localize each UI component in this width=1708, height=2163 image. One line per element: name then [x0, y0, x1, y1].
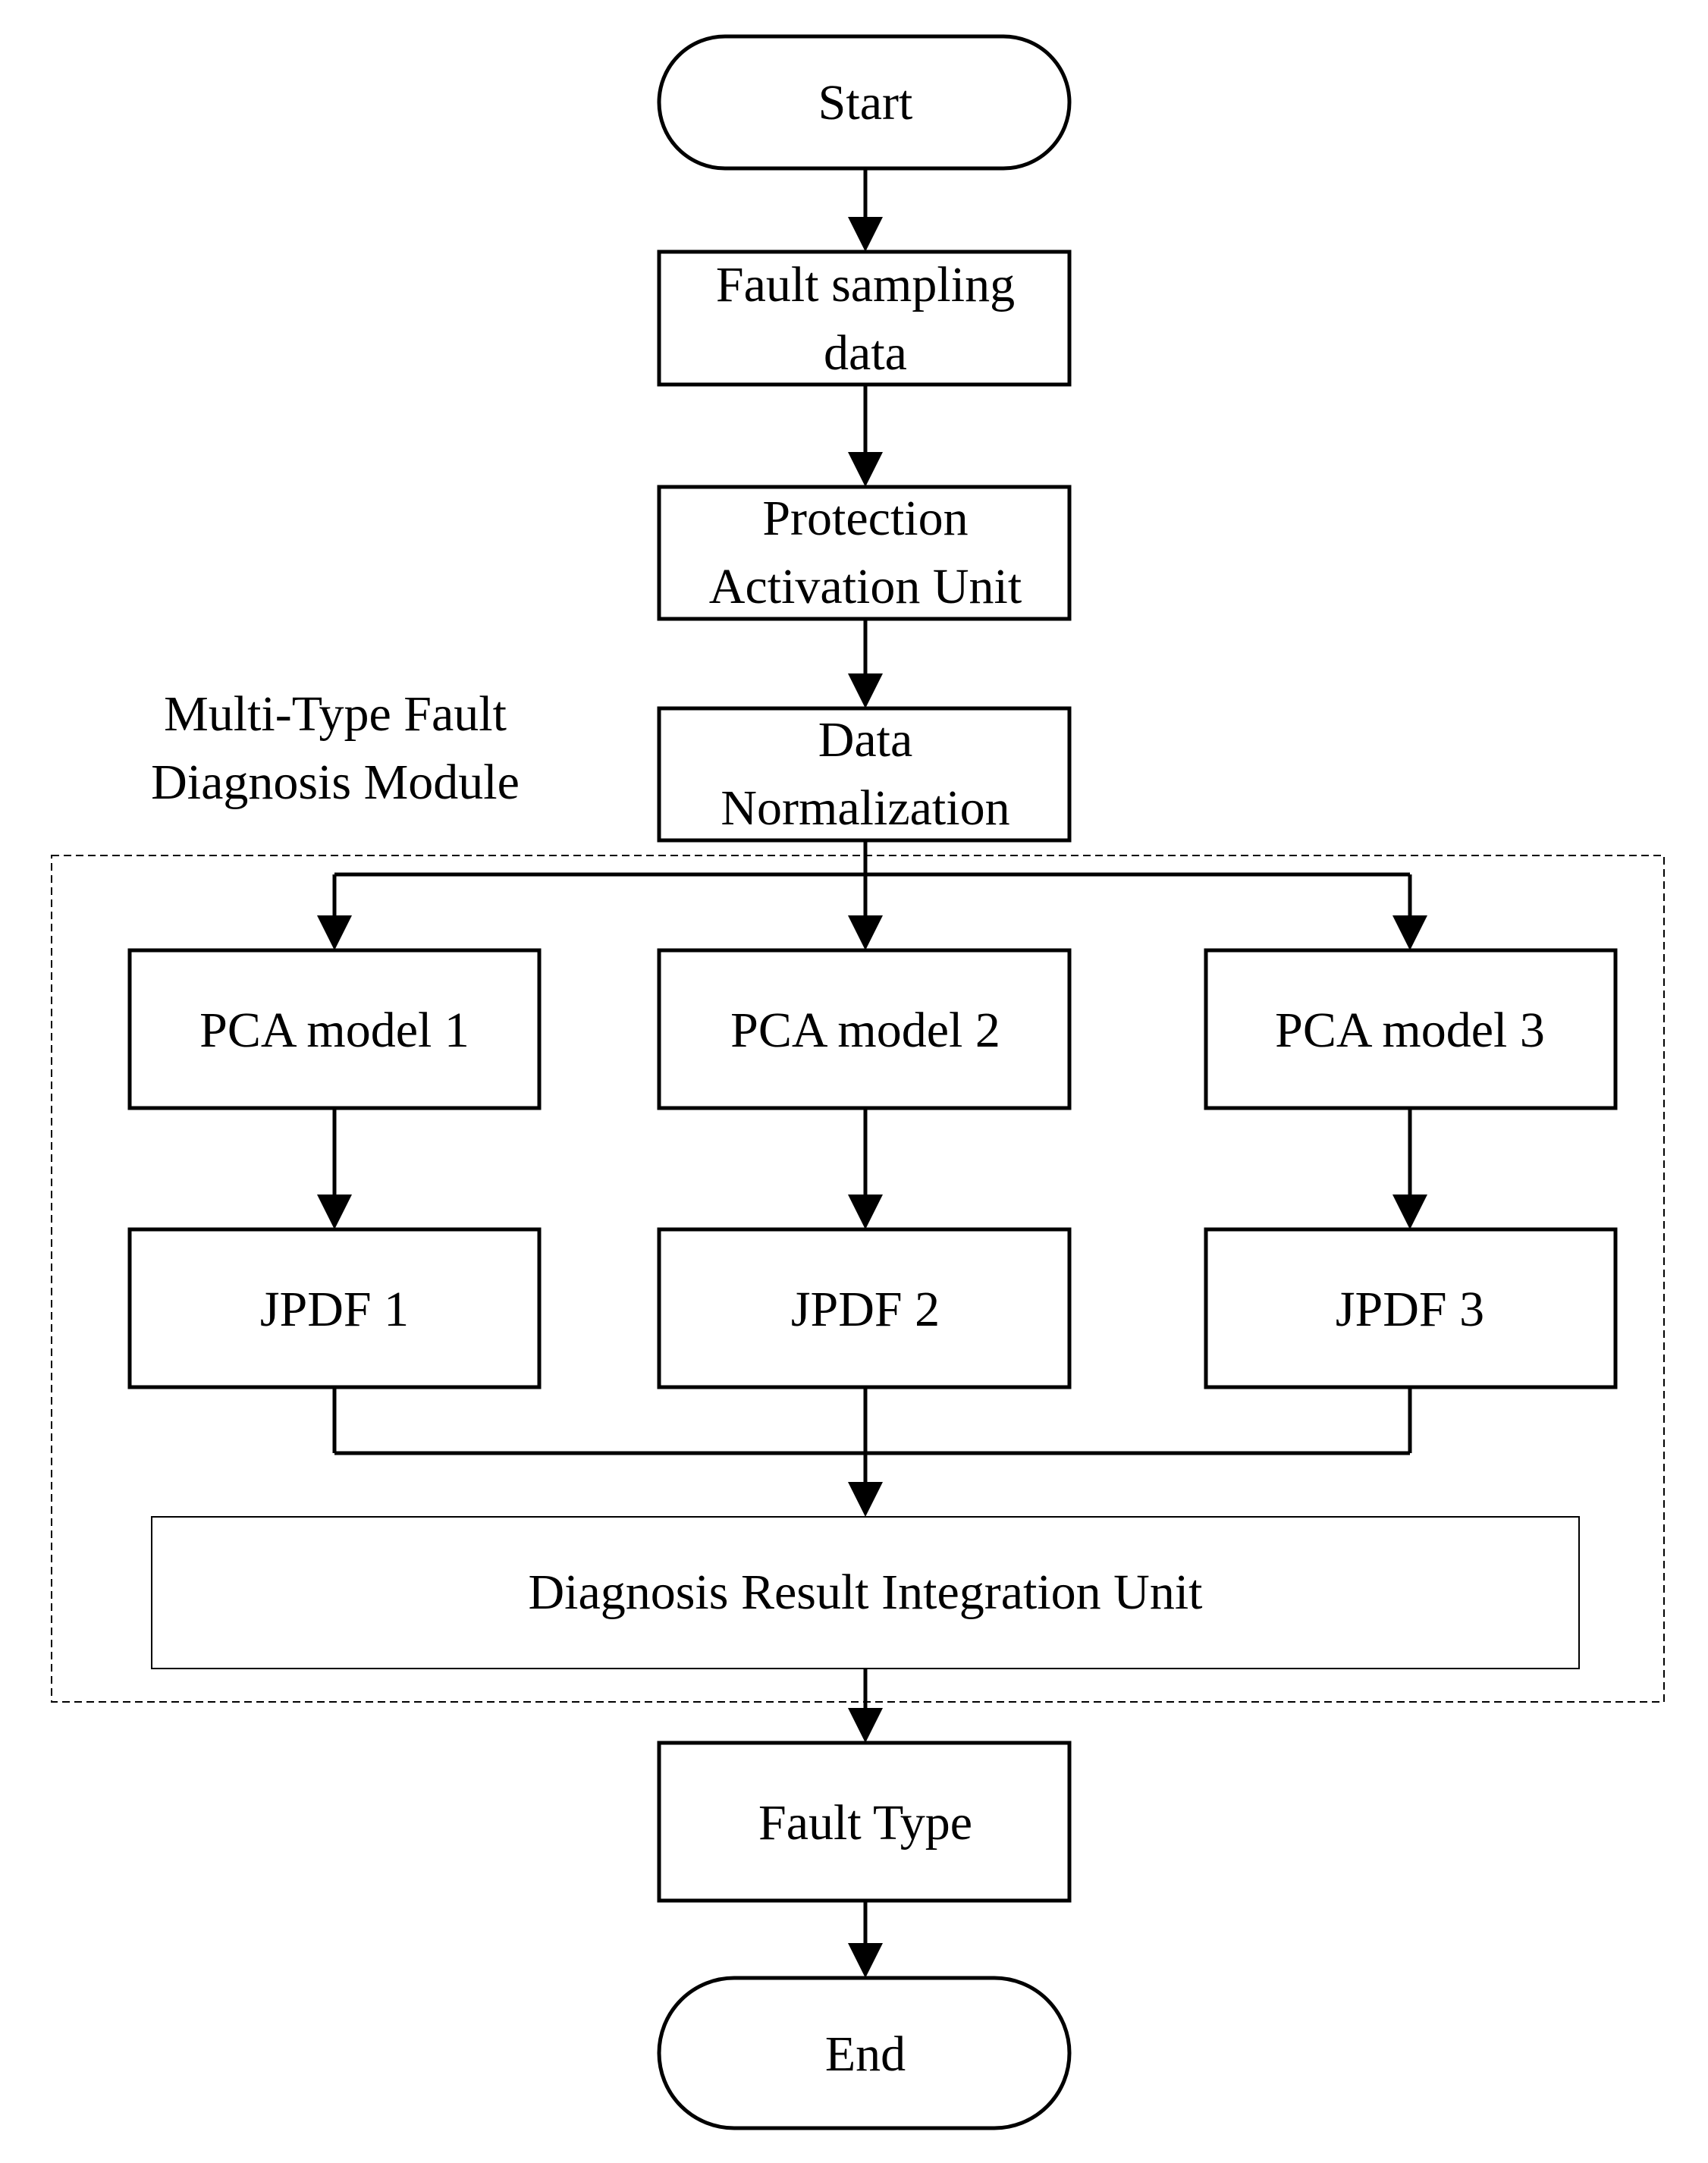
module-label-line1: Multi-Type Fault: [164, 686, 507, 742]
fault-type-node: Fault Type: [657, 1741, 1072, 1903]
arrowhead-sampling: [848, 217, 883, 252]
module-label-line2: Diagnosis Module: [151, 755, 520, 810]
integration-label: Diagnosis Result Integration Unit: [528, 1565, 1202, 1620]
jpdf-2-label: JPDF 2: [791, 1282, 940, 1337]
jpdf-3-label: JPDF 3: [1336, 1282, 1484, 1337]
arrowhead-normalization: [848, 673, 883, 708]
arrowhead-faulttype: [848, 1708, 883, 1743]
pca-model-3-node: PCA model 3: [1204, 948, 1618, 1110]
end-label: End: [825, 2026, 906, 2082]
start-label: Start: [818, 75, 913, 130]
arrowhead-integration: [848, 1482, 883, 1517]
module-boundary: [51, 855, 1665, 1703]
integration-node: Diagnosis Result Integration Unit: [151, 1516, 1580, 1669]
start-node: Start: [657, 34, 1072, 171]
arrowhead-pca-2: [848, 915, 883, 950]
fault-sampling-label-line1: Fault sampling: [716, 257, 1015, 312]
protection-node: Protection Activation Unit: [657, 485, 1072, 621]
jpdf-1-label: JPDF 1: [260, 1282, 409, 1337]
arrowhead-pca-1: [317, 915, 352, 950]
arrowhead-protection: [848, 452, 883, 487]
protection-label-line1: Protection: [762, 491, 968, 546]
fault-sampling-label-line2: data: [824, 325, 907, 381]
normalization-node: Data Normalization: [657, 706, 1072, 843]
arrowhead-end: [848, 1943, 883, 1978]
arrowhead-pca-3: [1392, 915, 1427, 950]
fault-type-label: Fault Type: [758, 1795, 972, 1851]
jpdf-2-node: JPDF 2: [657, 1227, 1072, 1389]
arrowhead-jpdf-1: [317, 1195, 352, 1229]
pca-model-1-node: PCA model 1: [127, 948, 542, 1110]
normalization-label-line2: Normalization: [721, 780, 1009, 836]
end-node: End: [657, 1976, 1072, 2130]
pca-model-3-label: PCA model 3: [1275, 1003, 1545, 1058]
fault-sampling-node: Fault sampling data: [657, 250, 1072, 387]
arrowhead-jpdf-3: [1392, 1195, 1427, 1229]
pca-model-1-label: PCA model 1: [199, 1003, 469, 1058]
arrowhead-jpdf-2: [848, 1195, 883, 1229]
normalization-label-line1: Data: [818, 712, 913, 768]
connectors: [317, 168, 1427, 1978]
jpdf-3-node: JPDF 3: [1204, 1227, 1618, 1389]
pca-model-2-label: PCA model 2: [730, 1003, 1000, 1058]
pca-model-2-node: PCA model 2: [657, 948, 1072, 1110]
protection-label-line2: Activation Unit: [709, 559, 1022, 614]
jpdf-1-node: JPDF 1: [127, 1227, 542, 1389]
